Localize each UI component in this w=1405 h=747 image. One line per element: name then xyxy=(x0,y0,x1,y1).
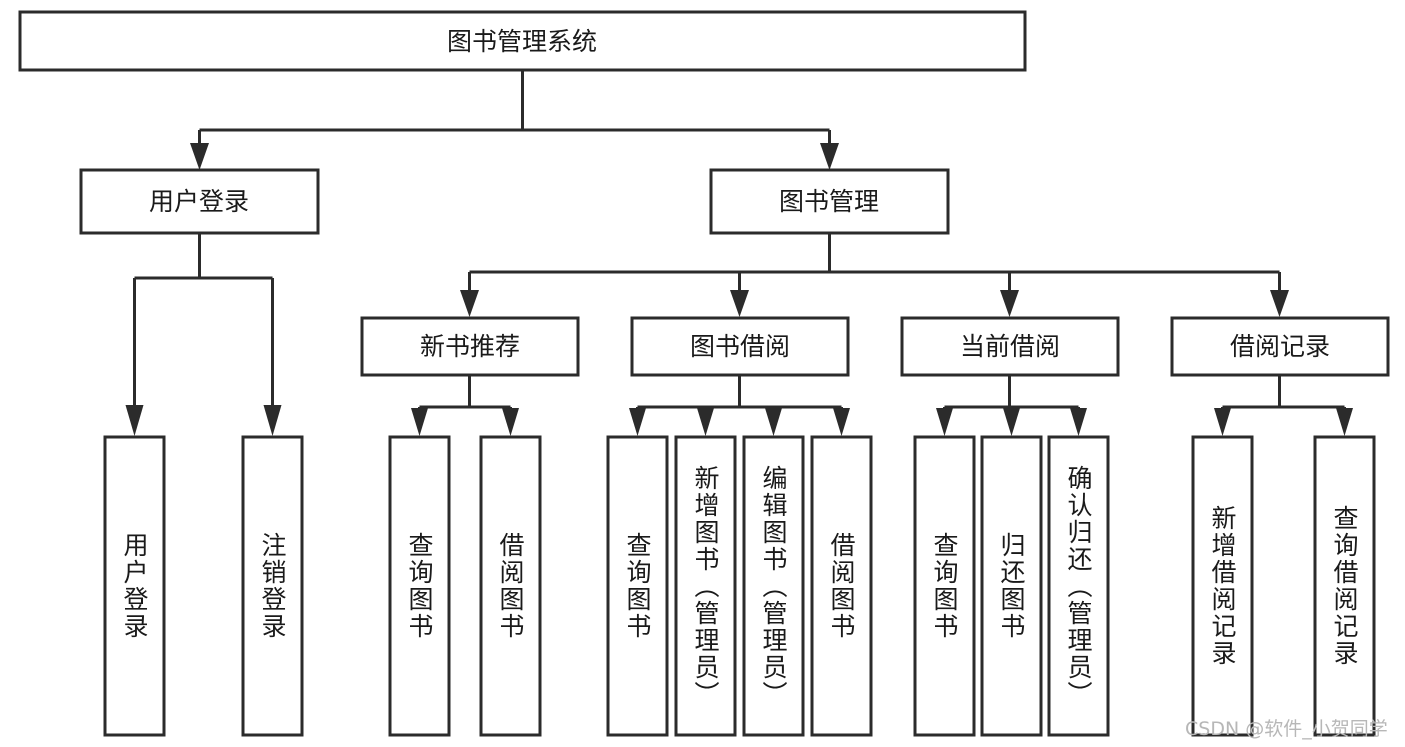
node-book-borrow-box[interactable] xyxy=(630,316,850,377)
node-leaf-edit-book-box[interactable] xyxy=(742,435,805,737)
arrow-head-new-book-recommend xyxy=(460,290,479,317)
arrow-head-leaf-user-login xyxy=(125,405,144,436)
node-leaf-borrow-book-2-box[interactable] xyxy=(810,435,873,737)
node-book-borrow-label: 图书借阅 xyxy=(690,332,790,361)
arrow-head-leaf-borrow-book-1 xyxy=(502,408,519,436)
connector-group-book-borrow xyxy=(629,375,850,436)
arrow-head-book-manage xyxy=(820,143,839,170)
arrow-head-leaf-query-book-3 xyxy=(936,408,953,436)
arrow-head-leaf-add-book xyxy=(697,408,714,436)
node-leaf-add-record-box[interactable] xyxy=(1191,435,1254,737)
csdn-watermark: CSDN @软件_小贺同学 xyxy=(1185,718,1388,740)
node-leaf-user-login-box[interactable] xyxy=(103,435,166,737)
arrow-head-leaf-return-book xyxy=(1003,408,1020,436)
node-current-borrow-label: 当前借阅 xyxy=(960,332,1060,361)
node-leaf-return-book-box[interactable] xyxy=(980,435,1043,737)
node-current-borrow-box[interactable] xyxy=(900,316,1120,377)
connector-group-new-book-recommend xyxy=(411,375,519,436)
node-borrow-record-label: 借阅记录 xyxy=(1230,332,1330,361)
connector-group-user-login xyxy=(125,233,282,436)
node-user-login-box[interactable] xyxy=(79,168,320,235)
node-new-book-recommend-label: 新书推荐 xyxy=(420,332,520,361)
node-leaf-confirm-return-box[interactable] xyxy=(1047,435,1110,737)
node-borrow-record-box[interactable] xyxy=(1170,316,1390,377)
connector-group-current-borrow xyxy=(936,375,1087,436)
node-new-book-recommend-box[interactable] xyxy=(360,316,580,377)
node-user-login-label: 用户登录 xyxy=(149,187,249,216)
node-leaf-query-book-3-box[interactable] xyxy=(913,435,976,737)
arrow-head-user-login xyxy=(190,143,209,170)
arrow-head-leaf-query-book-1 xyxy=(411,408,428,436)
node-book-manage-label: 图书管理 xyxy=(779,187,879,216)
node-leaf-logout-box[interactable] xyxy=(241,435,304,737)
arrow-head-leaf-borrow-book-2 xyxy=(833,408,850,436)
arrow-head-leaf-edit-book xyxy=(765,408,782,436)
node-leaf-query-book-1-box[interactable] xyxy=(388,435,451,737)
arrow-head-leaf-add-record xyxy=(1214,408,1231,436)
node-leaf-borrow-book-1-box[interactable] xyxy=(479,435,542,737)
connector-group-borrow-record xyxy=(1214,375,1353,436)
arrow-head-borrow-record xyxy=(1270,290,1289,317)
node-leaf-add-book-box[interactable] xyxy=(674,435,737,737)
node-root-label: 图书管理系统 xyxy=(447,27,597,56)
arrow-head-leaf-confirm-return xyxy=(1070,408,1087,436)
node-leaf-query-record-box[interactable] xyxy=(1313,435,1376,737)
arrow-head-book-borrow xyxy=(730,290,749,317)
node-leaf-query-book-2-box[interactable] xyxy=(606,435,669,737)
arrow-head-leaf-query-record xyxy=(1336,408,1353,436)
arrow-head-leaf-logout xyxy=(263,405,282,436)
connector-group-root xyxy=(190,70,839,170)
arrow-head-current-borrow xyxy=(1000,290,1019,317)
connector-group-book-manage xyxy=(460,233,1289,317)
arrow-head-leaf-query-book-2 xyxy=(629,408,646,436)
node-book-manage-box[interactable] xyxy=(709,168,950,235)
node-root-box[interactable] xyxy=(18,10,1027,72)
